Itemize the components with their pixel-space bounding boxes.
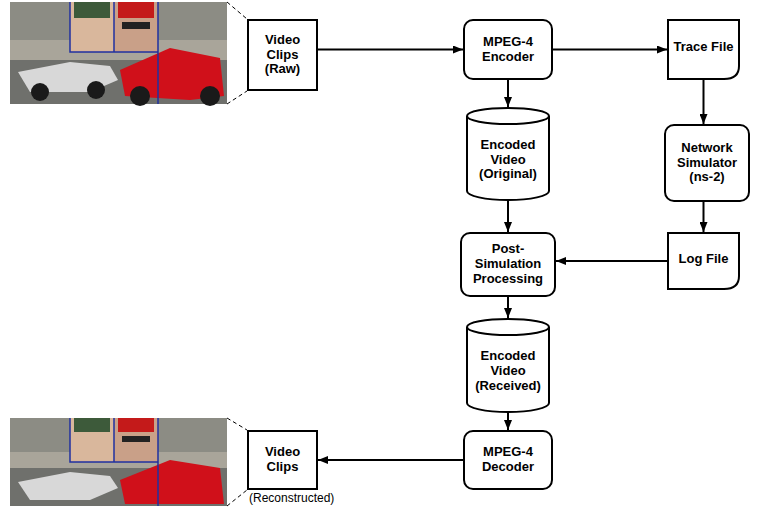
process-box: MPEG-4 Encoder xyxy=(463,19,553,80)
node-text: Network Simulator (ns-2) xyxy=(670,141,744,186)
caption-label: (Reconstructed) xyxy=(249,491,334,505)
flow-arrow xyxy=(703,202,705,232)
input-box: Video Clips (Raw) xyxy=(247,19,318,91)
storage-cylinder: Encoded Video (Original) xyxy=(466,107,550,201)
node-text: Log File xyxy=(679,252,729,267)
flow-arrow xyxy=(318,49,463,51)
node-text: Post-Simulation Processing xyxy=(466,242,550,287)
process-box: MPEG-4 Decoder xyxy=(463,430,553,490)
node-text: Trace File xyxy=(674,40,734,55)
flow-arrow xyxy=(507,297,509,318)
flow-arrow xyxy=(507,201,509,232)
leader-line xyxy=(227,2,247,104)
storage-cylinder: Encoded Video (Received) xyxy=(466,318,550,413)
reconstructed-frame xyxy=(10,418,227,506)
node-text: Video Clips (Raw) xyxy=(253,33,312,78)
flow-arrow xyxy=(556,260,667,262)
flow-arrow xyxy=(703,80,705,124)
file-shape: Log File xyxy=(667,232,740,290)
process-box: Network Simulator (ns-2) xyxy=(664,124,750,202)
flow-arrow xyxy=(507,80,509,107)
flow-arrow xyxy=(318,459,463,461)
node-text: Video Clips xyxy=(253,445,312,475)
node-text: Encoded Video (Original) xyxy=(470,138,546,183)
output-box: Video Clips xyxy=(247,430,318,490)
flow-arrow xyxy=(553,49,667,51)
process-box: Post-Simulation Processing xyxy=(460,232,556,297)
node-text: Encoded Video (Received) xyxy=(470,349,546,394)
raw-frame xyxy=(10,2,227,106)
file-shape: Trace File xyxy=(667,19,740,80)
node-text: MPEG-4 Decoder xyxy=(469,445,547,475)
flow-arrow xyxy=(507,413,509,430)
node-text: MPEG-4 Encoder xyxy=(469,35,547,65)
leader-line xyxy=(227,418,247,506)
